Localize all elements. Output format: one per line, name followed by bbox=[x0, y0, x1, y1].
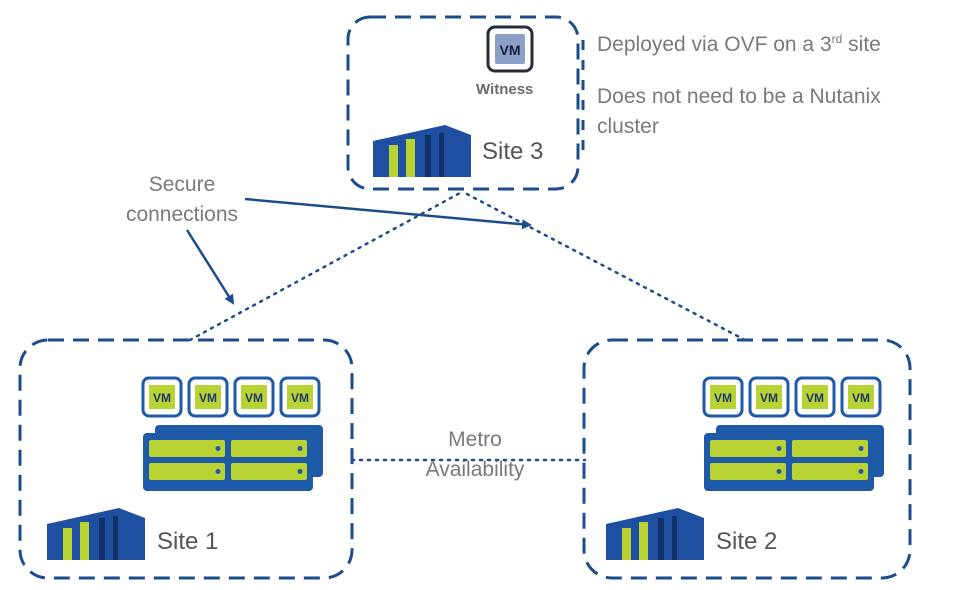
svg-text:VM: VM bbox=[291, 391, 309, 405]
metro-availability-line1: Metro bbox=[448, 428, 502, 451]
vm-icon: VM bbox=[279, 376, 321, 418]
site1-label: Site 1 bbox=[157, 528, 219, 555]
datacenter-icon bbox=[373, 125, 471, 177]
metro-availability-line2: Availability bbox=[425, 458, 525, 481]
witness-label: Witness bbox=[476, 81, 534, 98]
site3-label: Site 3 bbox=[482, 138, 544, 165]
site1-box bbox=[18, 338, 354, 580]
site3-box bbox=[346, 15, 580, 191]
svg-text:VM: VM bbox=[760, 391, 778, 405]
nutanix-note-line1: Does not need to be a Nutanix bbox=[597, 85, 881, 108]
vm-icon: VM bbox=[840, 376, 882, 418]
server-stack-icon bbox=[143, 425, 323, 491]
secure-connections-line2: connections bbox=[125, 203, 239, 226]
arrow-to-site3-link bbox=[244, 197, 532, 230]
deployed-note-suffix: site bbox=[842, 33, 881, 56]
vm-icon: VM bbox=[702, 376, 744, 418]
svg-text:VM: VM bbox=[153, 391, 171, 405]
site2-label: Site 2 bbox=[716, 528, 778, 555]
witness-vm-icon: VM bbox=[486, 25, 534, 73]
secure-connections-line1: Secure bbox=[148, 173, 216, 196]
vm-icon: VM bbox=[233, 376, 275, 418]
datacenter-icon bbox=[606, 508, 704, 560]
connection-site1-site3 bbox=[188, 191, 462, 342]
site2-box bbox=[582, 338, 912, 580]
vm-icon: VM bbox=[748, 376, 790, 418]
nutanix-note-line2: cluster bbox=[597, 115, 659, 138]
deployed-note-prefix: Deployed via OVF on a 3 bbox=[597, 33, 832, 56]
vm-icon: VM bbox=[794, 376, 836, 418]
deployed-note: Deployed via OVF on a 3rd site bbox=[597, 32, 881, 57]
deployed-note-superscript: rd bbox=[831, 32, 843, 46]
svg-text:VM: VM bbox=[806, 391, 824, 405]
server-stack-icon bbox=[704, 425, 884, 491]
svg-text:VM: VM bbox=[500, 42, 521, 58]
arrow-to-site1-link bbox=[185, 229, 235, 305]
svg-text:VM: VM bbox=[245, 391, 263, 405]
vm-icon: VM bbox=[141, 376, 183, 418]
connection-site2-site3 bbox=[463, 191, 747, 342]
svg-text:VM: VM bbox=[852, 391, 870, 405]
svg-text:VM: VM bbox=[199, 391, 217, 405]
vm-icon: VM bbox=[187, 376, 229, 418]
svg-text:VM: VM bbox=[714, 391, 732, 405]
datacenter-icon bbox=[47, 508, 145, 560]
